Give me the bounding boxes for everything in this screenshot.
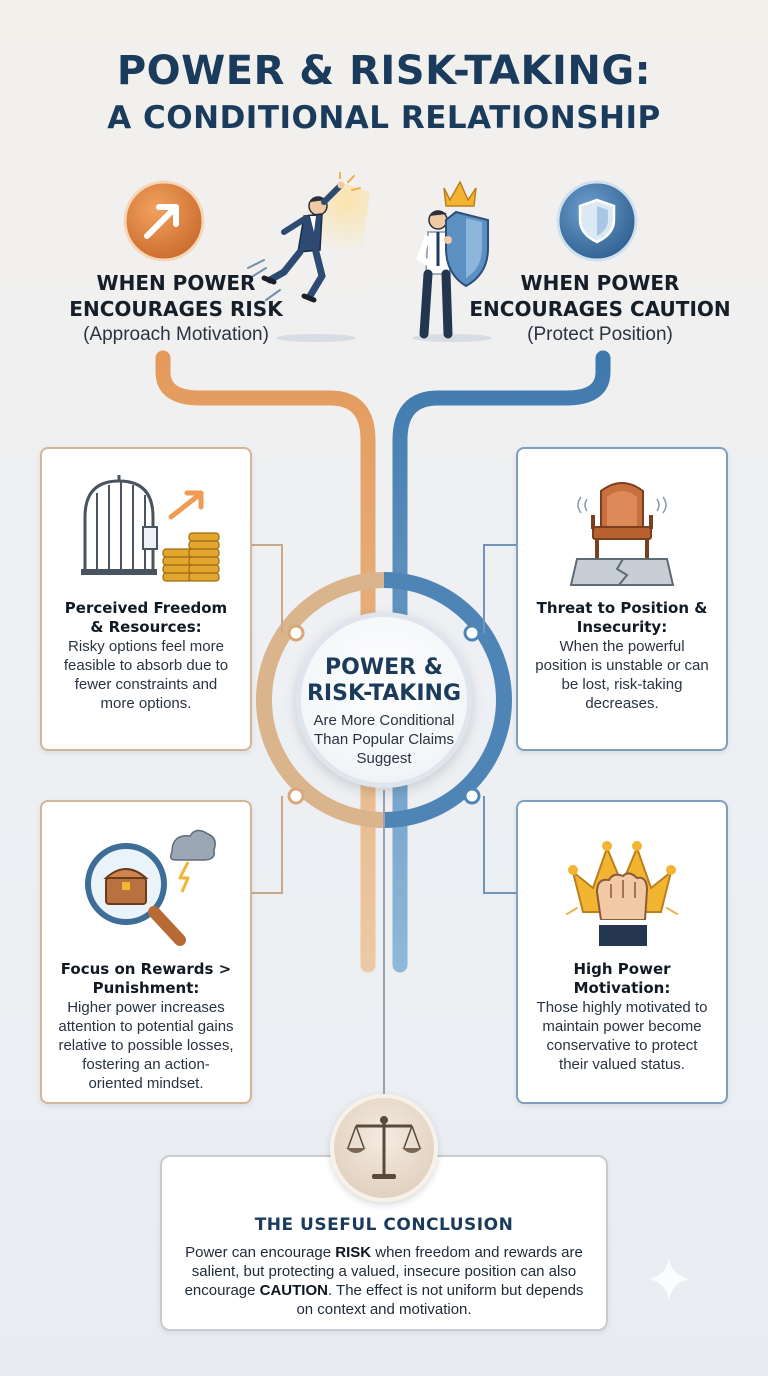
left-branch-heading-block: WHEN POWER ENCOURAGES RISK (Approach Mot… xyxy=(26,270,326,348)
throne-on-cracked-pedestal-icon xyxy=(532,449,712,599)
conclusion-emphasis-risk: RISK xyxy=(335,1244,372,1261)
leaping-businessman-icon xyxy=(240,171,370,347)
conclusion-box: THE USEFUL CONCLUSION Power can encourag… xyxy=(160,1155,608,1331)
businessman-with-shield-and-crown-icon xyxy=(408,174,508,347)
sparkle-icon xyxy=(648,1258,690,1300)
right-branch-pipe xyxy=(392,350,611,973)
conclusion-body: Power can encourage RISK when freedom an… xyxy=(178,1243,590,1319)
open-cage-and-coins-icon xyxy=(56,449,236,599)
page-title: POWER & RISK-TAKING: xyxy=(116,48,652,94)
card-4-body: Those highly motivated to maintain power… xyxy=(536,999,708,1073)
conclusion-text-3: . The effect is not uniform but depends … xyxy=(296,1282,584,1318)
card-3-body: Higher power increases attention to pote… xyxy=(58,999,234,1092)
conclusion-heading: THE USEFUL CONCLUSION xyxy=(254,1215,514,1235)
hub-title: POWER & RISK-TAKING xyxy=(306,655,462,706)
left-branch-pipe xyxy=(155,350,376,973)
card-perceived-freedom: Perceived Freedom & Resources: Risky opt… xyxy=(40,447,252,751)
right-branch-heading: WHEN POWER ENCOURAGES CAUTION xyxy=(469,271,731,321)
magnifier-treasure-chest-storm-icon xyxy=(56,802,236,960)
conclusion-text-1: Power can encourage xyxy=(185,1244,336,1261)
card-1-body: Risky options feel more feasible to abso… xyxy=(63,638,229,712)
card-4-title: High Power Motivation: xyxy=(573,960,671,997)
connector-card-4 xyxy=(483,796,516,894)
conclusion-emphasis-caution: CAUTION xyxy=(259,1282,328,1299)
left-branch-heading: WHEN POWER ENCOURAGES RISK xyxy=(69,271,283,321)
balance-scale-icon xyxy=(330,1094,438,1202)
card-3-title: Focus on Rewards > Punishment: xyxy=(60,960,232,997)
connector-card-1 xyxy=(252,544,283,633)
connector-card-3 xyxy=(252,796,283,894)
card-high-power-motivation: High Power Motivation: Those highly moti… xyxy=(516,800,728,1104)
right-branch-subheading: (Protect Position) xyxy=(527,324,673,345)
arrow-up-right-icon xyxy=(123,180,205,262)
node-dot-4 xyxy=(463,787,481,805)
node-dot-2 xyxy=(463,624,481,642)
connector-card-2 xyxy=(483,544,516,633)
central-hub: POWER & RISK-TAKING Are More Conditional… xyxy=(296,612,472,788)
hub-ring-right xyxy=(383,572,512,828)
left-branch-subheading: (Approach Motivation) xyxy=(83,324,269,345)
node-dot-3 xyxy=(287,787,305,805)
card-focus-on-rewards: Focus on Rewards > Punishment: Higher po… xyxy=(40,800,252,1104)
node-dot-1 xyxy=(287,624,305,642)
card-2-title: Threat to Position & Insecurity: xyxy=(536,599,708,636)
card-1-title: Perceived Freedom & Resources: xyxy=(64,599,228,636)
card-2-body: When the powerful position is unstable o… xyxy=(535,638,709,712)
hub-subtitle: Are More Conditional Than Popular Claims… xyxy=(313,712,455,767)
fist-holding-crown-icon xyxy=(532,802,712,960)
hub-ring-left xyxy=(256,572,385,828)
page-subtitle: A CONDITIONAL RELATIONSHIP xyxy=(107,100,661,136)
conclusion-text-2: when freedom and rewards are salient, bu… xyxy=(184,1244,583,1299)
shield-icon xyxy=(556,180,638,262)
right-branch-heading-block: WHEN POWER ENCOURAGES CAUTION (Protect P… xyxy=(450,270,750,348)
card-threat-to-position: Threat to Position & Insecurity: When th… xyxy=(516,447,728,751)
